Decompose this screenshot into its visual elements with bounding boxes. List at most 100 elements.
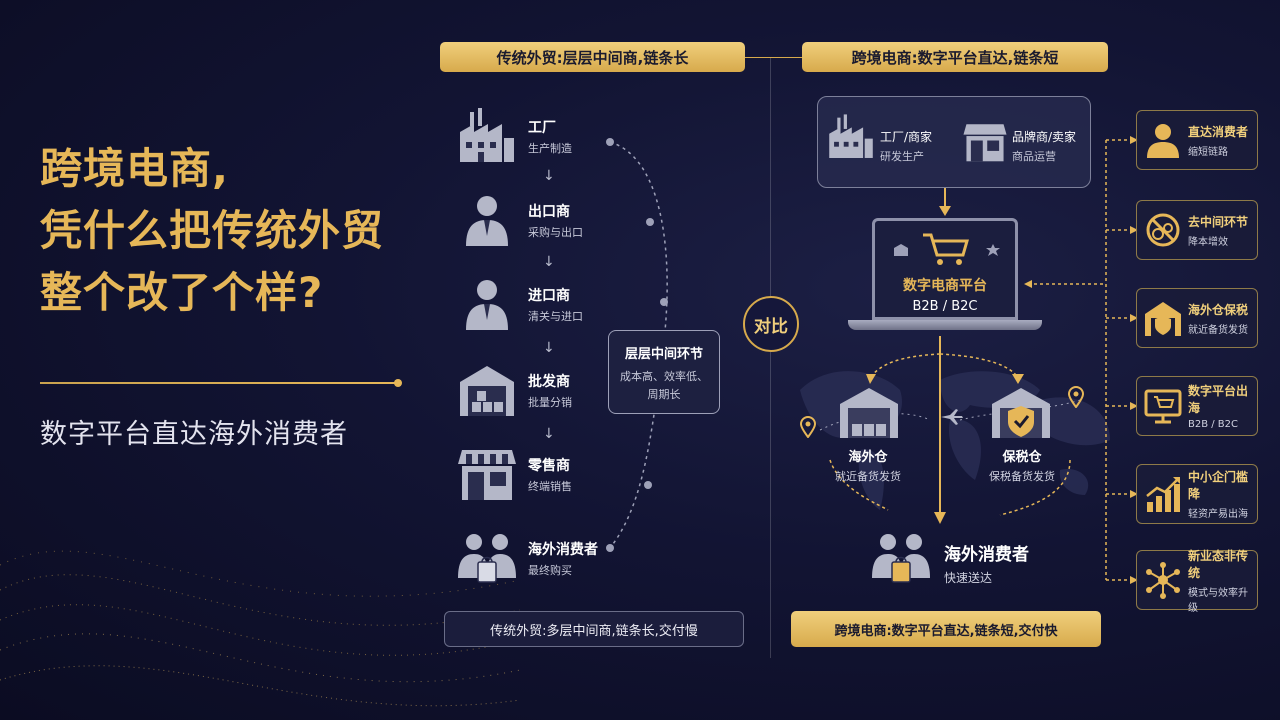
- benefit-connectors: [1024, 136, 1138, 584]
- consumers-icon: [872, 534, 930, 583]
- middleman-box: 层层中间环节 成本高、效率低、 周期长: [608, 330, 720, 414]
- chain-item-consumers: 海外消费者 最终购买: [456, 530, 598, 586]
- building-icon: [894, 244, 908, 256]
- bonded-warehouse-label: 保税仓 保税备货发货: [972, 446, 1072, 484]
- benefit-desc: 轻资产易出海: [1188, 509, 1248, 520]
- overseas-consumer-title: 海外消费者: [944, 545, 1029, 565]
- bonded-warehouse-desc: 保税备货发货: [989, 470, 1055, 483]
- maker-to-platform-arrow: [939, 188, 951, 216]
- platform-subtitle: B2B / B2C: [912, 299, 978, 314]
- platform-laptop: 数字电商平台 B2B / B2C: [872, 218, 1018, 320]
- header-connector: [745, 57, 802, 58]
- benefit-direct-consumer: 直达消费者 缩短链路: [1136, 110, 1258, 170]
- benefit-desc: 模式与效率升级: [1188, 587, 1248, 614]
- center-divider: [770, 58, 771, 658]
- title-divider: [40, 379, 402, 387]
- chain-item-factory: 工厂 生产制造: [456, 108, 572, 164]
- traditional-trade-header: 传统外贸:层层中间商,链条长: [440, 42, 745, 72]
- traditional-summary: 传统外贸:多层中间商,链条长,交付慢: [444, 611, 744, 647]
- benefit-title: 去中间环节: [1188, 214, 1249, 229]
- factory-icon: [829, 114, 873, 158]
- maker-title: 工厂/商家: [880, 130, 933, 144]
- chain-title: 批发商: [528, 373, 570, 390]
- overseas-warehouse-desc: 就近备货发货: [835, 470, 901, 483]
- maker-desc: 研发生产: [880, 150, 924, 163]
- chain-title: 进口商: [528, 287, 570, 304]
- star-badge-icon: [986, 244, 1000, 256]
- cross-border-header: 跨境电商:数字平台直达,链条短: [802, 42, 1108, 72]
- person-icon: [1147, 124, 1179, 158]
- warehouse-icon: [460, 366, 514, 416]
- bonded-warehouse-icon: [992, 388, 1050, 438]
- factory-icon: [460, 108, 514, 162]
- airplane-icon: [941, 409, 963, 425]
- chain-arrow: ↓: [543, 168, 555, 184]
- chain-desc: 清关与进口: [528, 309, 583, 323]
- title-line-1: 跨境电商,: [40, 144, 229, 193]
- chain-item-retailer: 零售商 终端销售: [456, 446, 572, 502]
- chain-desc: 批量分销: [528, 395, 572, 409]
- title-line-2: 凭什么把传统外贸: [40, 206, 385, 255]
- chain-title: 出口商: [528, 203, 570, 220]
- benefit-desc: 降本增效: [1188, 236, 1228, 248]
- chain-item-wholesaler: 批发商 批量分销: [456, 362, 572, 418]
- benefit-digital-platform: 数字平台出海 B2B / B2C: [1136, 376, 1258, 436]
- businessman-icon: [466, 280, 508, 330]
- location-pin-icon: [1068, 386, 1084, 408]
- platform-title: 数字电商平台: [903, 278, 987, 294]
- benefit-title: 新业态非传统: [1188, 548, 1249, 580]
- chain-title: 工厂: [528, 119, 556, 136]
- chain-desc: 终端销售: [528, 479, 572, 493]
- overseas-warehouse-label: 海外仓 就近备货发货: [818, 446, 918, 484]
- benefit-no-middleman: 去中间环节 降本增效: [1136, 200, 1258, 260]
- benefit-sme-threshold: 中小企门槛降 轻资产易出海: [1136, 464, 1258, 524]
- maker-label: 工厂/商家 研发生产: [880, 128, 932, 164]
- benefit-desc: 缩短链路: [1188, 146, 1228, 158]
- shopping-cart-icon: [923, 233, 969, 265]
- chain-item-importer: 进口商 清关与进口: [456, 276, 583, 332]
- benefit-title: 海外仓保税: [1188, 302, 1249, 317]
- overseas-warehouse-icon: [840, 388, 898, 438]
- middleman-title: 层层中间环节: [624, 347, 703, 362]
- logistics-flow-lines: [819, 336, 1081, 524]
- title-line-3: 整个改了个样?: [40, 268, 324, 317]
- cross-border-summary: 跨境电商:数字平台直达,链条短,交付快: [791, 611, 1101, 647]
- chain-desc: 生产制造: [528, 141, 572, 155]
- page-subtitle: 数字平台直达海外消费者: [40, 419, 348, 450]
- laptop-base: [848, 320, 1042, 330]
- middleman-desc-line-1: 成本高、效率低、: [620, 370, 708, 383]
- chain-title: 零售商: [528, 457, 570, 474]
- chain-title: 海外消费者: [528, 541, 598, 558]
- brand-title: 品牌商/卖家: [1012, 130, 1077, 144]
- particle-wave-decoration: [0, 550, 520, 707]
- chain-arrow: ↓: [543, 426, 555, 442]
- benefit-title: 数字平台出海: [1188, 384, 1249, 415]
- page-title: 跨境电商, 凭什么把传统外贸 整个改了个样?: [40, 138, 430, 324]
- middleman-desc: 成本高、效率低、 周期长: [609, 368, 719, 404]
- chain-item-exporter: 出口商 采购与出口: [456, 192, 583, 248]
- overseas-consumer-label: 海外消费者 快速送达: [944, 540, 1029, 586]
- location-pin-icon: [800, 416, 816, 438]
- businessman-icon: [466, 196, 508, 246]
- benefit-new-business-model: 新业态非传统 模式与效率升级: [1136, 548, 1258, 614]
- no-middleman-icon: [1146, 213, 1180, 247]
- benefit-title: 中小企门槛降: [1188, 470, 1249, 501]
- growth-chart-icon: [1146, 477, 1180, 512]
- store-icon: [458, 450, 516, 500]
- overseas-consumer-desc: 快速送达: [944, 571, 993, 585]
- vs-badge: 对比: [743, 296, 799, 352]
- store-icon: [963, 124, 1007, 162]
- brand-label: 品牌商/卖家 商品运营: [1012, 128, 1076, 164]
- network-icon: [1146, 562, 1180, 599]
- bonded-warehouse-title: 保税仓: [1002, 450, 1042, 465]
- overseas-warehouse-title: 海外仓: [848, 450, 888, 465]
- shield-warehouse-icon: [1145, 302, 1181, 336]
- benefit-title: 直达消费者: [1188, 124, 1249, 139]
- middleman-desc-line-2: 周期长: [647, 388, 681, 401]
- chain-desc: 最终购买: [528, 563, 572, 577]
- brand-desc: 商品运营: [1012, 150, 1056, 163]
- monitor-cart-icon: [1144, 389, 1182, 424]
- consumers-icon: [458, 534, 516, 583]
- benefit-desc: B2B / B2C: [1188, 419, 1239, 430]
- chain-arrow: ↓: [543, 340, 555, 356]
